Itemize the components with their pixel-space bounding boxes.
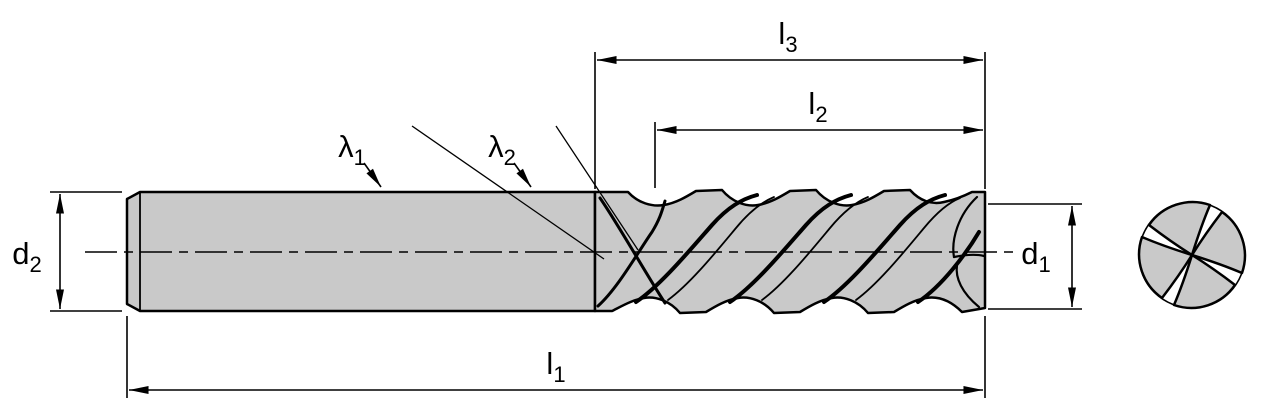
flute-start-back-edge	[598, 196, 667, 305]
flute-start-front-edge	[596, 199, 667, 308]
helix-secondary-3	[855, 197, 961, 301]
lambda1-label: λ1	[338, 129, 366, 170]
helix-angle-line-lambda2	[555, 125, 639, 251]
end-view-tooth	[1190, 210, 1247, 275]
dimension-l2: l2	[654, 86, 983, 188]
end-face-gash-lower	[955, 263, 981, 309]
d1-label: d1	[1021, 236, 1051, 277]
dimension-d1: d1	[988, 203, 1082, 310]
helix-edge-4	[916, 230, 981, 304]
helix-secondary-2	[761, 196, 869, 301]
dimension-l1: l1	[126, 316, 986, 398]
helix-edge-3	[822, 193, 947, 304]
dimension-l3: l3	[594, 16, 986, 189]
end-face-tooth-edge	[952, 253, 986, 259]
l2-label: l2	[808, 86, 827, 127]
lambda2-label: λ2	[488, 129, 516, 170]
helix-angle-line-lambda1	[411, 125, 605, 260]
end-view	[1137, 200, 1247, 310]
l1-label: l1	[546, 346, 565, 387]
d2-label: d2	[12, 236, 42, 277]
helix-edge-2	[728, 193, 853, 304]
lambda2-leader-arrow	[513, 162, 532, 188]
helix-edge-1	[634, 193, 759, 304]
lambda1-leader-arrow	[363, 162, 382, 188]
l3-label: l3	[778, 16, 797, 57]
helix-angle-annotations: λ1 λ2	[338, 125, 639, 260]
helix-secondary-1	[667, 196, 775, 301]
dimension-d2: d2	[12, 191, 122, 312]
